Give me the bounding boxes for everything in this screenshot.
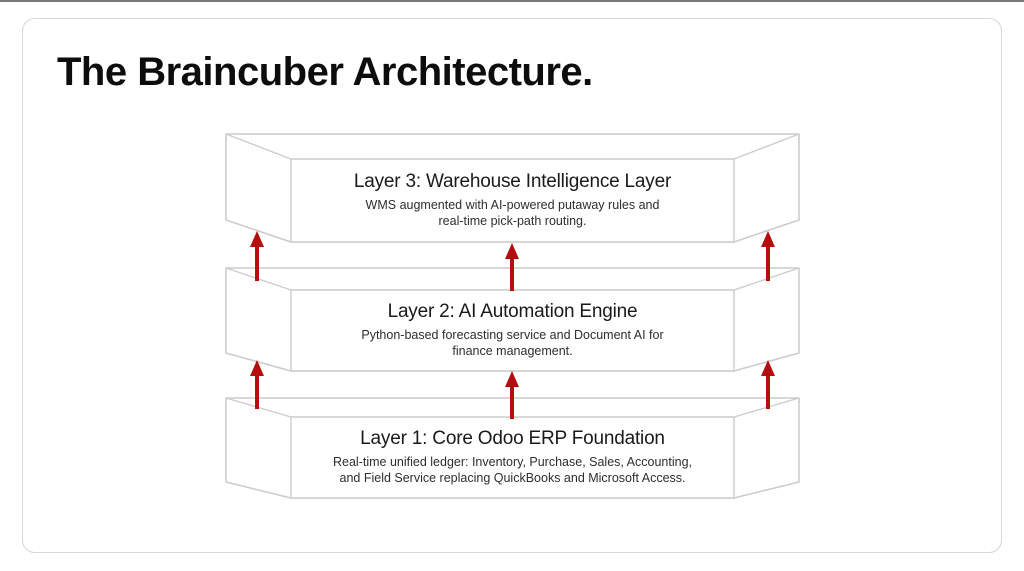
layer-1-slab <box>225 397 800 499</box>
layer-1-title: Layer 1: Core Odoo ERP Foundation <box>360 428 665 449</box>
layer-3-subtitle-line-2: real-time pick-path routing. <box>438 213 587 228</box>
up-arrow-l2-l3-center <box>505 243 519 291</box>
layer-1-content: Layer 1: Core Odoo ERP Foundation Real-t… <box>291 416 734 498</box>
up-arrow-l2-l3-left <box>250 231 264 281</box>
up-arrow-l2-l3-right <box>761 231 775 281</box>
up-arrow-l1-l2-center <box>505 371 519 419</box>
layer-2-content: Layer 2: AI Automation Engine Python-bas… <box>291 289 734 371</box>
layer-2-title: Layer 2: AI Automation Engine <box>387 301 638 322</box>
layer-2-subtitle-line-2: finance management. <box>452 343 573 358</box>
layer-2-slab <box>225 267 800 372</box>
layer-1-subtitle-line-2: and Field Service replacing QuickBooks a… <box>339 470 686 485</box>
page-title: The Braincuber Architecture. <box>57 50 593 94</box>
up-arrow-l1-l2-right <box>761 360 775 409</box>
layer-1-subtitle-line-1: Real-time unified ledger: Inventory, Pur… <box>333 455 692 469</box>
up-arrow-l1-l2-left <box>250 360 264 409</box>
layer-3-slab <box>225 133 800 243</box>
layer-3-subtitle-line-1: WMS augmented with AI-powered putaway ru… <box>365 198 660 212</box>
layer-3-content: Layer 3: Warehouse Intelligence Layer WM… <box>291 158 734 242</box>
layer-2-subtitle-line-1: Python-based forecasting service and Doc… <box>361 328 664 342</box>
layer-3-title: Layer 3: Warehouse Intelligence Layer <box>353 171 672 192</box>
window-top-edge <box>0 0 1024 2</box>
